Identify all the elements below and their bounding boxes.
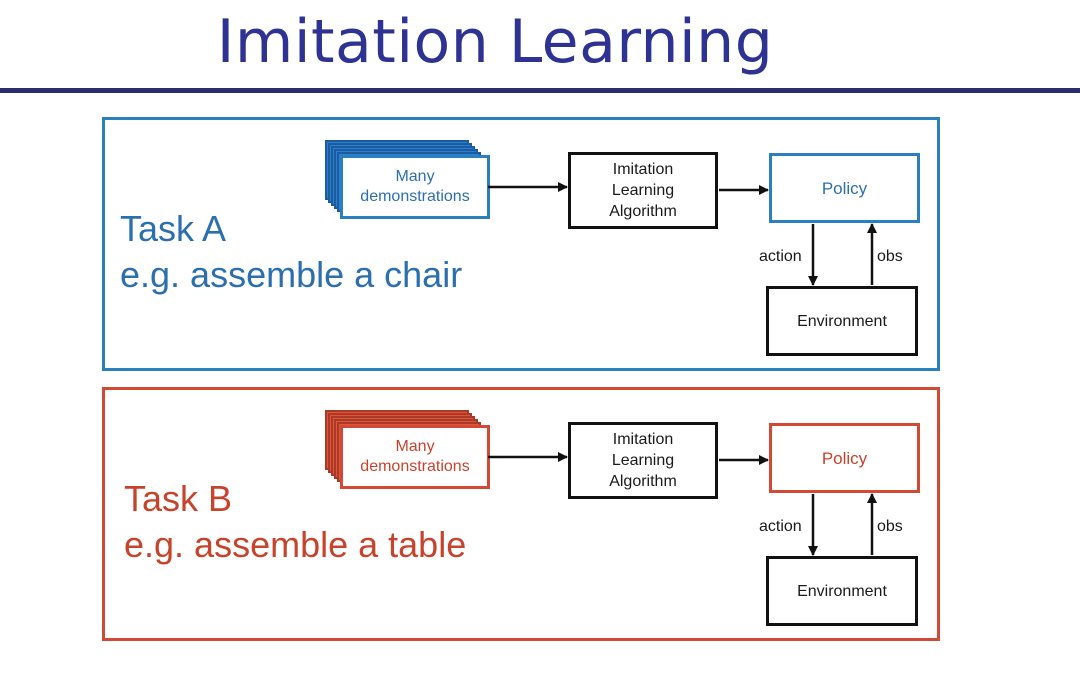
task-b-policy-box: Policy [769,423,920,493]
task-a-name: Task A [120,208,227,249]
task-a-arrows [488,182,877,286]
demonstrations-line-1: Many [395,438,435,455]
demonstrations-line-1: Many [395,168,435,185]
demonstrations-line-2: demonstrations [360,458,470,475]
slide-title: Imitation Learning [216,7,774,77]
task-a-label: Task A e.g. assemble a chair [120,206,462,298]
task-a-example: e.g. assemble a chair [120,254,463,295]
task-b-action-label: action [759,518,802,535]
title-rule [0,88,1080,93]
task-b-arrows [488,452,877,556]
task-b-demonstrations-stack: Many demonstrations [325,410,493,496]
task-b-demonstrations-box: Many demonstrations [340,425,490,489]
algorithm-line-2: Learning [611,182,675,199]
task-b-obs-label: obs [877,518,903,535]
algorithm-line-2: Learning [611,452,675,469]
task-b-name: Task B [124,478,233,519]
task-a-environment-box: Environment [766,286,918,356]
demonstrations-line-2: demonstrations [360,188,470,205]
algorithm-line-1: Imitation [612,161,674,178]
task-a-demonstrations-stack: Many demonstrations [325,140,493,226]
algorithm-line-1: Imitation [612,431,674,448]
task-a-policy-box: Policy [769,153,920,223]
task-a-obs-label: obs [877,248,903,265]
task-a-action-label: action [759,248,802,265]
task-b-example: e.g. assemble a table [124,524,467,565]
task-b-panel: Task B e.g. assemble a table Many demons… [102,387,940,641]
task-a-algorithm-box: Imitation Learning Algorithm [568,152,718,229]
task-b-environment-box: Environment [766,556,918,626]
algorithm-line-3: Algorithm [609,473,677,490]
task-b-label: Task B e.g. assemble a table [124,476,466,568]
task-a-panel: Task A e.g. assemble a chair Many demons… [102,117,940,371]
task-a-demonstrations-box: Many demonstrations [340,155,490,219]
algorithm-line-3: Algorithm [609,203,677,220]
task-b-algorithm-box: Imitation Learning Algorithm [568,422,718,499]
